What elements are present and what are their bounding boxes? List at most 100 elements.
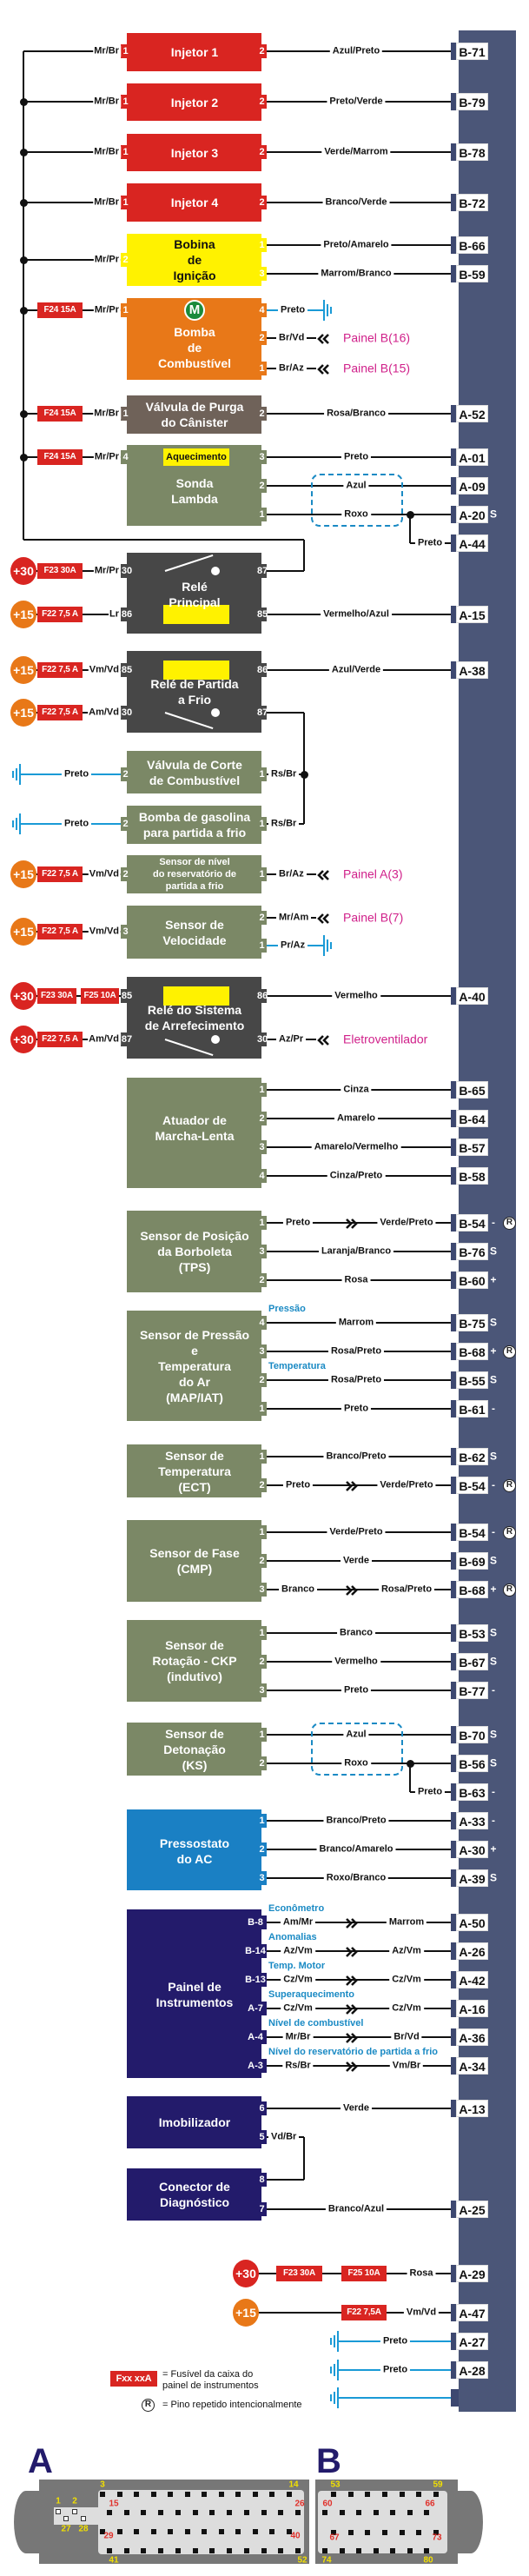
component-sensor-de-fase-cmp[interactable] — [127, 1520, 261, 1602]
ecu-terminal-a-25[interactable]: A-25 — [456, 2201, 488, 2218]
ecu-terminal-a-29[interactable]: A-29 — [456, 2265, 488, 2282]
ecu-terminal-a-44[interactable]: A-44 — [456, 534, 488, 552]
component-injetor-1[interactable] — [127, 33, 261, 71]
pin-tab: 4 — [257, 1316, 267, 1330]
ecu-terminal-a-27[interactable]: A-27 — [456, 2333, 488, 2350]
ecu-terminal-b-55[interactable]: B-55 — [456, 1371, 488, 1389]
component-imobilizador[interactable] — [127, 2096, 261, 2148]
ecu-terminal-a-15[interactable]: A-15 — [456, 606, 488, 623]
ecu-terminal-b-78[interactable]: B-78 — [456, 143, 488, 161]
component-sensor-de-detonacao-ks[interactable] — [127, 1723, 261, 1776]
component-conector-de-diagnostico[interactable] — [127, 2168, 261, 2221]
wire-label: Br/Vd — [276, 332, 307, 344]
ground-icon — [10, 813, 21, 834]
ecu-terminal-a-33[interactable]: A-33 — [456, 1812, 488, 1829]
ecu-terminal-b-58[interactable]: B-58 — [456, 1167, 488, 1185]
ecu-terminal-b-53[interactable]: B-53 — [456, 1624, 488, 1642]
ecu-terminal-b-76[interactable]: B-76 — [456, 1243, 488, 1260]
terminal-tab — [451, 1581, 459, 1598]
ecu-terminal-a-13[interactable]: A-13 — [456, 2100, 488, 2117]
component-pressostato-do-ac[interactable] — [127, 1809, 261, 1890]
component-sensor-de-posicao-da-borboleta-tps[interactable] — [127, 1211, 261, 1292]
ecu-terminal-b-63[interactable]: B-63 — [456, 1783, 488, 1801]
pin-tab: 3 — [121, 925, 130, 939]
ecu-terminal-b-64[interactable]: B-64 — [456, 1110, 488, 1127]
connector-pin-number: 52 — [297, 2555, 307, 2566]
ecu-terminal-b-57[interactable]: B-57 — [456, 1139, 488, 1156]
wire-label: Preto — [380, 2364, 411, 2376]
ecu-terminal-b-66[interactable]: B-66 — [456, 236, 488, 254]
signal-note: Econômetro — [268, 1903, 325, 1914]
component-bomba-de-gasolina-para-partida-a-frio[interactable] — [127, 806, 261, 844]
ecu-terminal-b-71[interactable]: B-71 — [456, 43, 488, 60]
ecu-terminal-b-54[interactable]: B-54 — [456, 1477, 488, 1494]
ecu-terminal-a-16[interactable]: A-16 — [456, 2000, 488, 2017]
power-source-15: +15 — [233, 2299, 259, 2327]
component-bobina-de-ignicao[interactable] — [127, 234, 261, 286]
component-valvula-de-purga-do-canister[interactable] — [127, 395, 261, 434]
ecu-terminal-b-75[interactable]: B-75 — [456, 1314, 488, 1331]
ecu-terminal-b-68[interactable]: B-68 — [456, 1343, 488, 1360]
ecu-terminal-b-67[interactable]: B-67 — [456, 1653, 488, 1670]
ecu-terminal-b-61[interactable]: B-61 — [456, 1400, 488, 1417]
ecu-terminal-b-72[interactable]: B-72 — [456, 194, 488, 211]
ecu-terminal-a-01[interactable]: A-01 — [456, 448, 488, 466]
ecu-terminal-a-36[interactable]: A-36 — [456, 2028, 488, 2046]
connector-pin — [331, 2530, 336, 2535]
connector-pin — [287, 2529, 292, 2534]
ecu-terminal-a-52[interactable]: A-52 — [456, 405, 488, 422]
pin-tab: 1 — [257, 767, 267, 781]
component-injetor-4[interactable] — [127, 183, 261, 222]
component-atuador-de-marcha-lenta[interactable] — [127, 1078, 261, 1188]
ecu-terminal-b-62[interactable]: B-62 — [456, 1448, 488, 1465]
terminal-tab — [451, 1653, 459, 1670]
connector-pin-number: 74 — [321, 2555, 332, 2566]
ecu-terminal-a-20[interactable]: A-20 — [456, 506, 488, 523]
component-sensor-de-nivel-do-reservatorio-de-partida-a-frio[interactable] — [127, 855, 261, 893]
ecu-terminal-b-59[interactable]: B-59 — [456, 265, 488, 282]
wire — [23, 151, 122, 153]
component-sensor-de-pressao-e-temperatura-do-ar-map-iat[interactable] — [127, 1311, 261, 1421]
terminal-tab — [451, 1812, 459, 1829]
ecu-terminal-a-42[interactable]: A-42 — [456, 1971, 488, 1988]
ecu-terminal-b-60[interactable]: B-60 — [456, 1271, 488, 1289]
ecu-terminal-b-77[interactable]: B-77 — [456, 1682, 488, 1699]
connector-pin — [287, 2492, 292, 2497]
ecu-terminal-b-69[interactable]: B-69 — [456, 1552, 488, 1570]
ecu-terminal-b-54[interactable]: B-54 — [456, 1524, 488, 1541]
terminal-tab — [451, 2028, 459, 2046]
wire-label: Mr/Br — [93, 408, 121, 420]
component-painel-de-instrumentos[interactable] — [127, 1909, 261, 2078]
ecu-terminal-b-68[interactable]: B-68 — [456, 1581, 488, 1598]
wire — [267, 1922, 453, 1923]
component-injetor-3[interactable] — [127, 134, 261, 171]
ecu-terminal-a-39[interactable]: A-39 — [456, 1869, 488, 1887]
ecu-terminal-a-47[interactable]: A-47 — [456, 2304, 488, 2321]
component-sensor-de-rotacao-ckp-indutivo[interactable] — [127, 1620, 261, 1702]
ecu-terminal-b-65[interactable]: B-65 — [456, 1081, 488, 1099]
ecu-terminal-a-40[interactable]: A-40 — [456, 987, 488, 1005]
ecu-terminal-a-09[interactable]: A-09 — [456, 477, 488, 495]
ecu-terminal-a-38[interactable]: A-38 — [456, 661, 488, 679]
ecu-terminal-b-70[interactable]: B-70 — [456, 1726, 488, 1743]
ecu-terminal-a-26[interactable]: A-26 — [456, 1942, 488, 1960]
ground-stroke — [334, 2392, 335, 2404]
component-sensor-de-velocidade[interactable] — [127, 906, 261, 959]
ecu-terminal-a-34[interactable]: A-34 — [456, 2057, 488, 2075]
ecu-terminal-b-56[interactable]: B-56 — [456, 1755, 488, 1772]
ecu-terminal-a-28[interactable]: A-28 — [456, 2361, 488, 2379]
splice-connector-icon — [345, 2061, 359, 2072]
ecu-terminal-a-50[interactable]: A-50 — [456, 1914, 488, 1931]
pin-tab: A-3 — [244, 2059, 267, 2073]
component-injetor-2[interactable] — [127, 83, 261, 121]
wire-label: Marrom — [386, 1916, 427, 1929]
connector-pin-number: 3 — [100, 2480, 105, 2490]
ecu-terminal-b-79[interactable]: B-79 — [456, 93, 488, 110]
component-valvula-de-corte-de-combustivel[interactable] — [127, 751, 261, 793]
ecu-terminal-b-54[interactable]: B-54 — [456, 1214, 488, 1232]
pin-function-mark: S — [489, 1728, 498, 1741]
wire-label: Vermelho — [332, 990, 380, 1002]
connector-pin-open — [56, 2509, 61, 2514]
ecu-terminal-a-30[interactable]: A-30 — [456, 1841, 488, 1858]
component-sensor-de-temperatura-ect[interactable] — [127, 1444, 261, 1497]
